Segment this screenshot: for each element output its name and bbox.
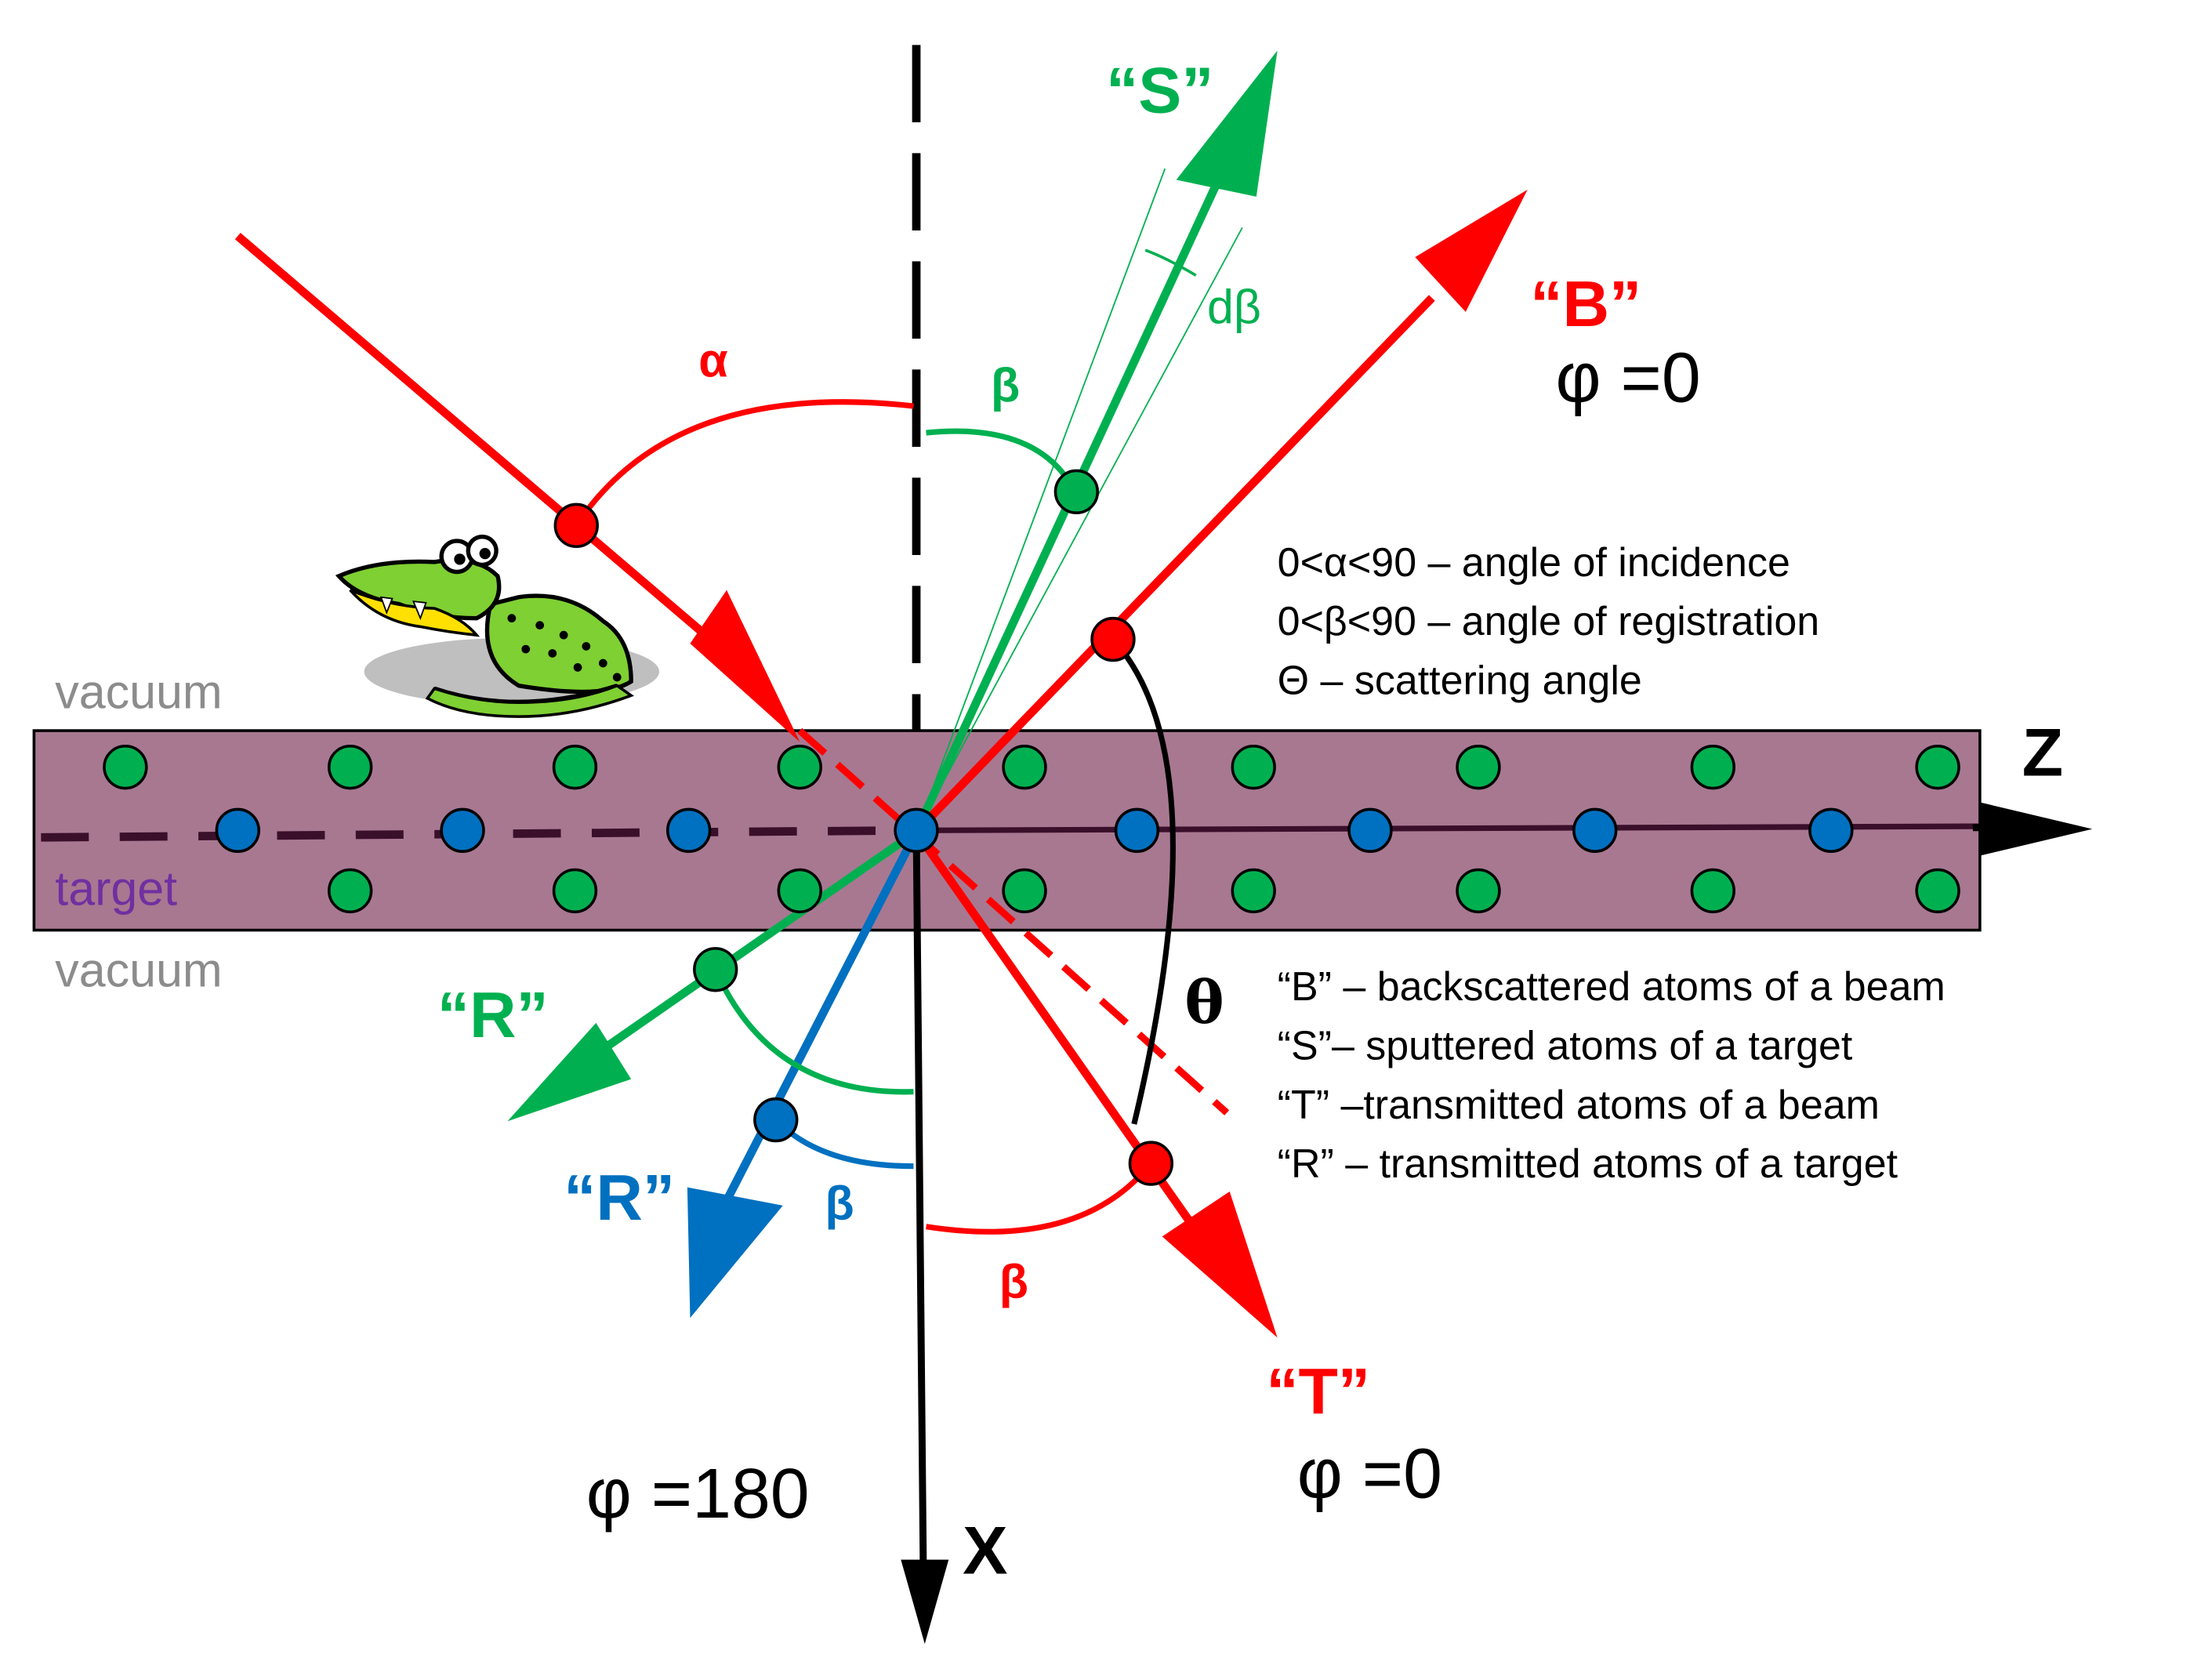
r-arrow-green [507, 828, 919, 1122]
definition-line: 0<α<90 – angle of incidence [1278, 540, 1790, 586]
vacuum-top-label: vacuum [55, 665, 222, 718]
angle-marker-dots [553, 469, 1174, 1186]
b-arrow-backscattered [913, 189, 1528, 835]
alpha-arc [574, 399, 914, 528]
dbeta-label: dβ [1207, 280, 1261, 333]
r-blue-label: “R” [564, 1162, 675, 1234]
b-arrow-label: “B” [1530, 268, 1641, 340]
r-arrow-blue [687, 829, 920, 1319]
beta-arc-green-bottom [713, 968, 914, 1095]
target-atoms-green-top [103, 744, 1960, 790]
legend-item: “B” – backscattered atoms of a beam [1278, 964, 1945, 1010]
phi-180-label: φ =180 [586, 1454, 810, 1533]
vacuum-bottom-label: vacuum [55, 943, 222, 996]
t-arrow-label: “T” [1266, 1355, 1370, 1427]
beta-blue-label: β [825, 1177, 854, 1230]
theta-label: θ [1184, 967, 1224, 1037]
x-axis-label: X [963, 1513, 1007, 1588]
incident-beam [234, 233, 1230, 1115]
legend-item: “R” – transmitted atoms of a target [1278, 1141, 1898, 1187]
phi-t-label: φ =0 [1297, 1435, 1442, 1513]
beta-red-label: β [999, 1255, 1028, 1308]
s-arrow-label: “S” [1106, 54, 1213, 126]
z-axis [1972, 802, 2093, 856]
target-atoms-blue [215, 807, 1854, 853]
legend: “B” – backscattered atoms of a beam “S”–… [1278, 964, 1945, 1187]
theta-arc [1111, 637, 1176, 1125]
z-axis-label: Z [2022, 715, 2064, 790]
definition-line: Θ – scattering angle [1278, 658, 1642, 703]
crocodile-icon [335, 535, 660, 718]
definition-line: 0<β<90 – angle of registration [1278, 599, 1820, 644]
target-label: target [55, 862, 177, 915]
legend-item: “S”– sputtered atoms of a target [1278, 1023, 1853, 1068]
beta-arc-red [926, 1161, 1154, 1235]
angle-definitions: 0<α<90 – angle of incidence 0<β<90 – ang… [1278, 540, 1820, 704]
phi-b-label: φ =0 [1556, 339, 1701, 417]
alpha-label: α [698, 333, 727, 386]
target-atoms-green-bottom [328, 868, 1960, 914]
s-arrow-sputtered [912, 50, 1278, 834]
beta-green-label: β [991, 359, 1020, 412]
beta-arc-green-top [926, 428, 1078, 493]
r-green-label: “R” [437, 979, 549, 1051]
x-axis [901, 832, 949, 1645]
legend-item: “T” –transmitted atoms of a beam [1278, 1083, 1880, 1128]
